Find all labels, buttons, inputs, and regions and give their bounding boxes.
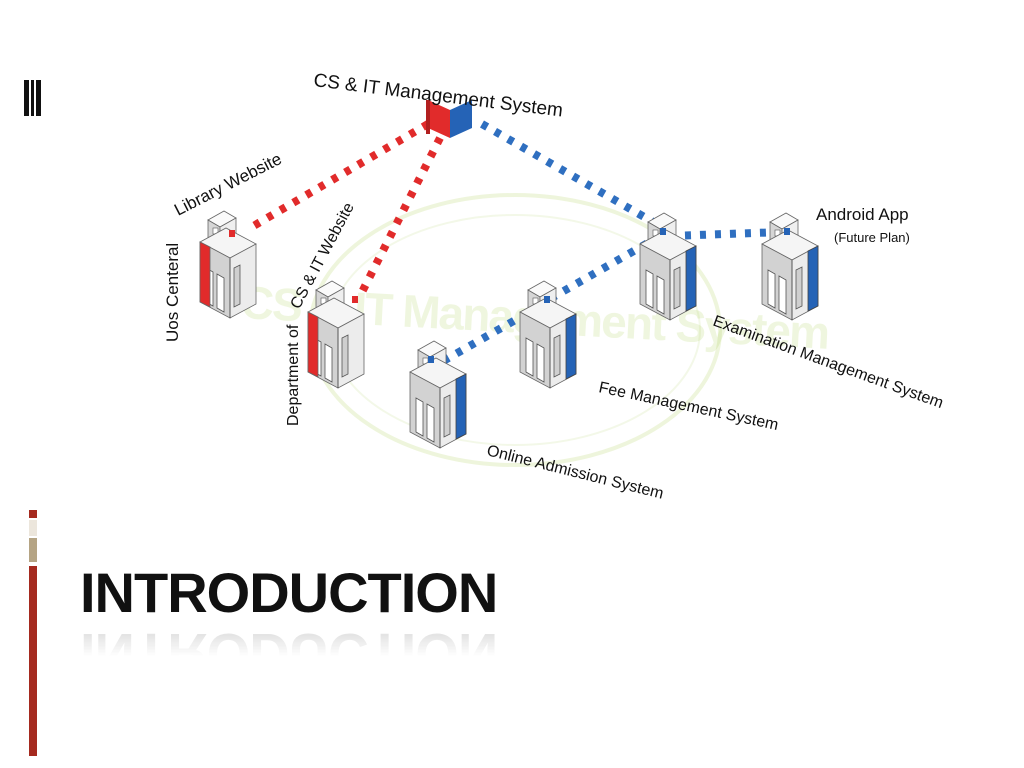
stripes-icon [24, 80, 41, 116]
building-icon [519, 280, 577, 389]
building-icon [307, 280, 365, 389]
dept-prefix-label: Department of [285, 324, 302, 426]
android-label: Android App [816, 205, 909, 224]
connector-exam [480, 120, 662, 230]
building-icon [199, 210, 257, 319]
connector-android [669, 228, 783, 240]
building-icon [639, 212, 697, 321]
connector-fee [546, 232, 662, 304]
building-icon [761, 212, 819, 321]
android-note-label: (Future Plan) [834, 230, 910, 245]
flag-icon [426, 100, 472, 138]
connector-library [247, 120, 431, 232]
page-title: INTRODUCTION [80, 561, 498, 624]
building-icon [409, 340, 467, 449]
fee-label: Fee Management System [597, 379, 780, 434]
title-reflection: INTRODUCTION [80, 622, 498, 685]
admission-label: Online Admission System [485, 442, 665, 502]
library-name-label: Library Website [171, 149, 285, 219]
library-prefix-label: Uos Centeral [163, 243, 182, 342]
accent-bar [29, 510, 37, 756]
